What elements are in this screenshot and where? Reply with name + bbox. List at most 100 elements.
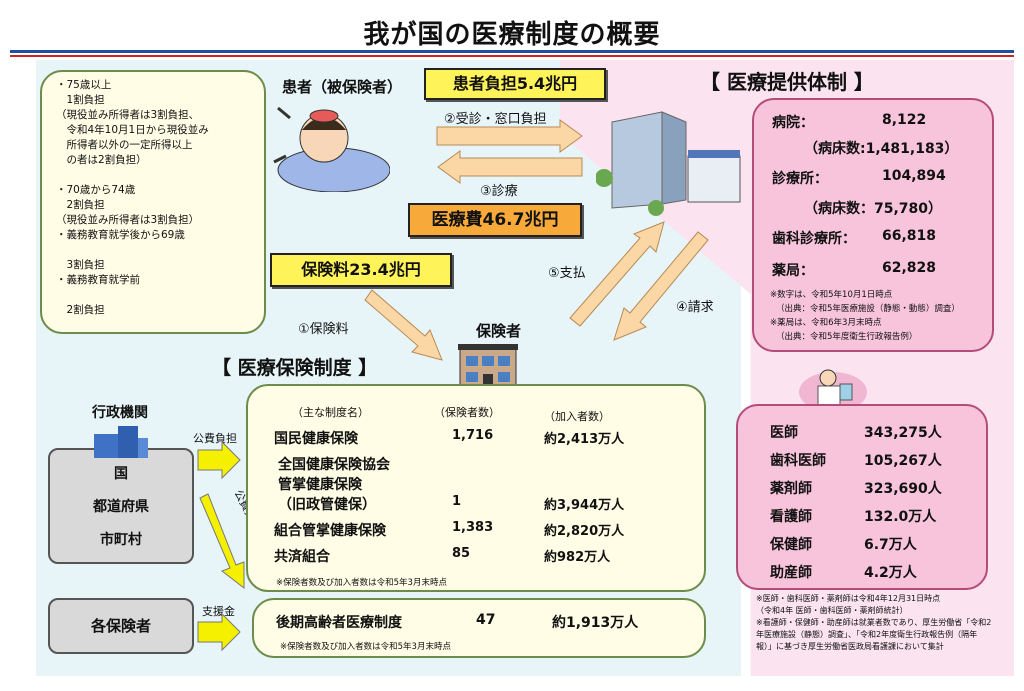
table-row-name: 全国健康保険協会: [278, 457, 390, 473]
premium-badge: 保険料23.4兆円: [270, 253, 452, 287]
facilities-box: 病院：8,122（病床数:1,481,183）診療所：104,894（病床数：7…: [752, 98, 994, 352]
burden-note-line: 2割負担: [56, 199, 105, 211]
arrow-support-fund: [197, 612, 241, 652]
burden-note-line: （現役並み所得者は3割負担）: [56, 214, 200, 226]
burden-note-line: 所得者以外の一定所得以上: [56, 139, 193, 151]
facility-value: 8,122: [882, 112, 927, 128]
staff-note-line: （令和4年 医師・歯科医師・薬剤師統計）: [756, 606, 908, 615]
table-row-insurers: 1,383: [452, 520, 494, 535]
elderly-members: 約1,913万人: [552, 615, 639, 631]
facility-value: （病床数:1,481,183）: [804, 141, 959, 157]
table-row-insurers: 1: [452, 494, 462, 509]
elderly-name: 後期高齢者医療制度: [276, 615, 402, 631]
burden-note-line: ・義務教育就学前: [56, 274, 140, 286]
title-rule-red: [10, 55, 1014, 57]
burden-note-line: ・70歳から74歳: [56, 184, 136, 196]
staff-value: 323,690人: [864, 481, 942, 497]
arrow-premium-to-insurer: [364, 289, 443, 361]
gov-title: 行政機関: [92, 405, 148, 421]
staff-note-line: 報）」に基づき厚生労働省医政局看護課において集計: [756, 642, 944, 651]
flow-label-1: ①保険料: [298, 322, 349, 337]
table-row-name: （旧政管健保）: [278, 497, 376, 513]
table-header-members: （加入者数）: [544, 410, 610, 423]
doctor-illustration: [799, 369, 867, 412]
table-row-name: 管掌健康保険: [278, 477, 362, 493]
medical-cost-badge: 医療費46.7兆円: [408, 203, 582, 237]
staff-label: 医師: [770, 425, 798, 441]
staff-notes: ※医師・歯科医師・薬剤師は令和4年12月31日時点 （令和4年 医師・歯科医師・薬…: [756, 593, 1006, 653]
page-title: 我が国の医療制度の概要: [363, 20, 661, 50]
gov-line-municipality: 市町村: [100, 532, 142, 548]
facility-note-line: ※数字は、令和5年10月1日時点: [770, 290, 893, 300]
patient-illustration: [273, 106, 390, 192]
staff-note-line: ※看護師・保健師・助産師は就業者数であり、厚生労働省「令和2: [756, 618, 992, 627]
elderly-box: 後期高齢者医療制度 47 約1,913万人 ※保険者数及び加入者数は令和5年3月…: [252, 598, 706, 658]
facility-note-line: （出典：令和5年医療施設（静態・動態）調査）: [776, 304, 960, 314]
gov-building-icon: [94, 426, 148, 458]
other-insurers-box: 各保険者: [48, 598, 194, 654]
patient-burden-badge: 患者負担5.4兆円: [424, 68, 606, 100]
table-row-members: 約2,820万人: [544, 524, 625, 539]
flow-label-4: ④請求: [676, 300, 714, 315]
facility-label: 診療所：: [772, 171, 828, 187]
facility-label: 病院：: [772, 115, 814, 131]
facility-note-line: （出典：令和5年度衛生行政報告例）: [776, 332, 918, 342]
facility-label: 薬局：: [772, 263, 814, 279]
elderly-note: ※保険者数及び加入者数は令和5年3月末時点: [280, 642, 451, 652]
table-row-insurers: 85: [452, 546, 471, 561]
table-header-insurers: （保険者数）: [434, 406, 500, 419]
burden-note-line: 3割負担: [56, 259, 105, 271]
burden-note-line: 2割負担: [56, 304, 105, 316]
flow-label-5: ⑤支払: [548, 266, 586, 281]
elderly-insurers: 47: [476, 612, 496, 628]
title-rule-blue: [10, 50, 1014, 53]
burden-note-line: （現役並み所得者は3割負担、: [56, 109, 200, 121]
arrow-public-burden: [197, 440, 241, 480]
insurer-label: 保険者: [476, 322, 522, 340]
staff-value: 4.2万人: [864, 565, 917, 581]
facility-notes: ※数字は、令和5年10月1日時点（出典：令和5年医療施設（静態・動態）調査）※薬…: [770, 288, 960, 344]
facility-value: （病床数：75,780）: [804, 201, 943, 217]
facility-label: 歯科診療所：: [772, 231, 856, 247]
table-row-members: 約3,944万人: [544, 498, 625, 513]
burden-note-line: ・義務教育就学後から69歳: [56, 229, 185, 241]
burden-note-line: の者は2割負担）: [56, 154, 147, 166]
public-burden-label: 公費負担: [193, 432, 237, 445]
table-header-name: （主な制度名）: [292, 406, 369, 419]
facility-value: 62,828: [882, 260, 937, 276]
patient-label: 患者（被保険者）: [282, 78, 403, 96]
staff-value: 6.7万人: [864, 537, 917, 553]
burden-notes-box: ・75歳以上 1割負担 （現役並み所得者は3割負担、 令和4年10月1日から現役並…: [40, 70, 266, 334]
gov-line-national: 国: [114, 466, 128, 482]
burden-note-line: 1割負担: [56, 94, 105, 106]
staff-label: 薬剤師: [770, 481, 812, 497]
arrow-payment-to-provider: [569, 221, 665, 327]
arrow-claim-to-insurer: [613, 231, 709, 341]
support-fund-label: 支援金: [202, 605, 235, 618]
staff-label: 保健師: [770, 537, 812, 553]
arrow-provider-to-patient: [437, 150, 583, 184]
insurance-title: 【 医療保険制度 】: [212, 357, 378, 379]
staff-note-line: ※医師・歯科医師・薬剤師は令和4年12月31日時点: [756, 594, 941, 603]
arrow-public-burden-diagonal: [199, 493, 245, 590]
burden-note-line: ・75歳以上: [56, 79, 112, 91]
burden-notes: ・75歳以上 1割負担 （現役並み所得者は3割負担、 令和4年10月1日から現役並…: [56, 78, 264, 318]
table-row-members: 約2,413万人: [544, 432, 625, 447]
burden-note-line: 令和4年10月1日から現役並み: [56, 124, 209, 136]
staff-label: 歯科医師: [770, 453, 826, 469]
table-row-members: 約982万人: [544, 550, 611, 565]
table-row-name: 組合管掌健康保険: [274, 523, 386, 539]
arrow-patient-to-provider: [436, 119, 583, 153]
staff-label: 看護師: [770, 509, 812, 525]
hospital-illustration: [596, 111, 741, 216]
gov-box: 国 都道府県 市町村: [48, 448, 194, 564]
staff-value: 132.0万人: [864, 509, 937, 525]
staff-value: 343,275人: [864, 425, 942, 441]
staff-note-line: 年医療施設（静態）調査」、「令和2年度衛生行政報告例（隔年: [756, 630, 978, 639]
table-row-name: 共済組合: [274, 549, 330, 565]
flow-label-3: ③診療: [480, 184, 518, 199]
